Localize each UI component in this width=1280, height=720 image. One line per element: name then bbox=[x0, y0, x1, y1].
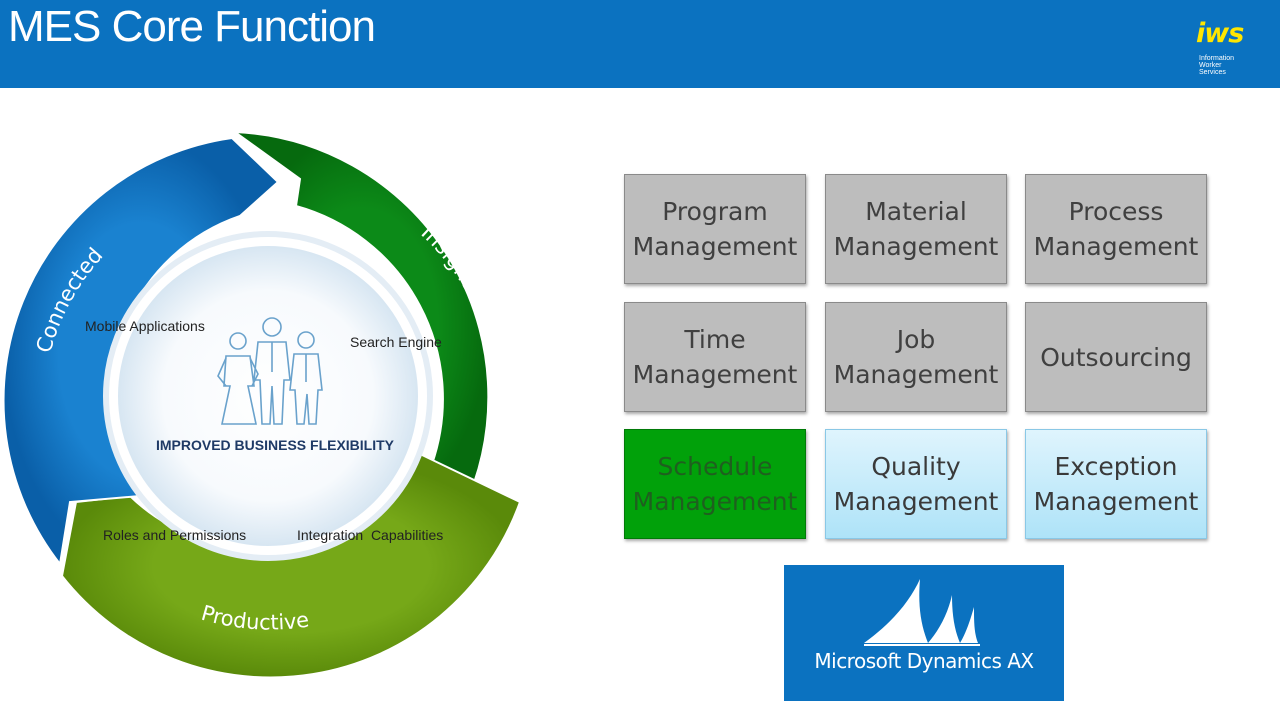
cycle-diagram: Connected Insightful Productive Mobile A… bbox=[2, 130, 522, 679]
tile-label: Job Management bbox=[833, 325, 999, 389]
logo-line-2: Worker bbox=[1199, 62, 1222, 69]
tile-material-management: Material Management bbox=[825, 174, 1007, 284]
tile-label: Process Management bbox=[1033, 197, 1199, 261]
feature-integration-capabilities: Integration Capabilities bbox=[297, 527, 443, 543]
tile-outsourcing: Outsourcing bbox=[1025, 302, 1207, 412]
tile-label: Schedule Management bbox=[632, 452, 798, 516]
tile-schedule-management: Schedule Management bbox=[624, 429, 806, 539]
tile-label: Time Management bbox=[632, 325, 798, 389]
feature-mobile-applications: Mobile Applications bbox=[85, 318, 205, 334]
center-label: IMPROVED BUSINESS FLEXIBILITY bbox=[156, 437, 395, 453]
tile-job-management: Job Management bbox=[825, 302, 1007, 412]
microsoft-dynamics-ax-logo: Microsoft Dynamics AX bbox=[784, 565, 1064, 701]
tile-process-management: Process Management bbox=[1025, 174, 1207, 284]
logo-line-1: Information bbox=[1199, 55, 1235, 62]
tile-label: Material Management bbox=[833, 197, 999, 261]
logo-line-3: Services bbox=[1199, 69, 1226, 76]
tile-time-management: Time Management bbox=[624, 302, 806, 412]
tile-program-management: Program Management bbox=[624, 174, 806, 284]
feature-search-engine: Search Engine bbox=[350, 334, 442, 350]
logo-caption: Information Worker Services bbox=[1199, 55, 1256, 76]
business-people-icon bbox=[217, 317, 323, 425]
sails-icon bbox=[864, 579, 980, 646]
iws-logo: iws Information Worker Services bbox=[1196, 20, 1256, 78]
header-bar: MES Core Function iws Information Worker… bbox=[0, 0, 1280, 88]
tile-label: Outsourcing bbox=[1040, 342, 1192, 372]
product-name: Microsoft Dynamics AX bbox=[814, 649, 1034, 673]
logo-mark: iws bbox=[1196, 18, 1244, 49]
feature-roles-permissions: Roles and Permissions bbox=[103, 527, 246, 543]
tile-label: Program Management bbox=[632, 197, 798, 261]
tile-quality-management: Quality Management bbox=[825, 429, 1007, 539]
tile-exception-management: Exception Management bbox=[1025, 429, 1207, 539]
tile-label: Quality Management bbox=[833, 452, 999, 516]
page-title: MES Core Function bbox=[8, 2, 376, 51]
tile-label: Exception Management bbox=[1033, 452, 1199, 516]
